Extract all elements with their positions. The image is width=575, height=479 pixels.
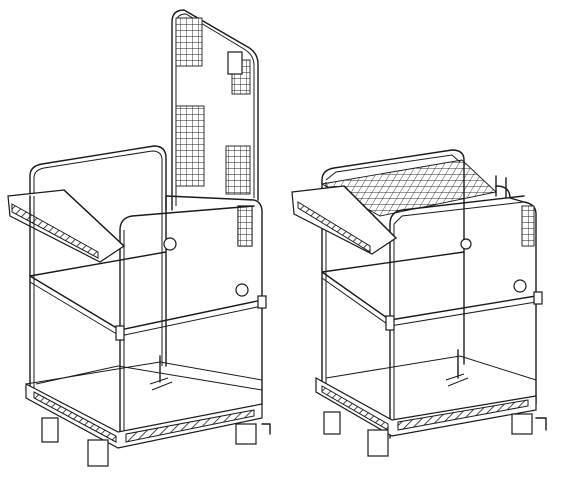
gate-latch-plate xyxy=(227,51,243,75)
pivot-eye-right xyxy=(460,238,472,250)
pivot-eye xyxy=(163,237,177,251)
fork-pocket-foot-r1 xyxy=(323,411,341,435)
mid-guard-rails xyxy=(29,237,267,341)
fork-pocket-foot-3 xyxy=(235,423,257,445)
side-tool-tray xyxy=(7,189,125,263)
gate-mesh-bottom-right xyxy=(225,145,251,195)
base-frame-right xyxy=(315,349,547,457)
fork-pocket-foot-2 xyxy=(87,439,109,467)
platform-closed-gate-view xyxy=(291,149,547,457)
hinge-eye-right xyxy=(513,279,527,293)
closed-roof-mesh xyxy=(320,149,537,405)
open-gate-panel xyxy=(171,9,259,247)
side-mesh-strip-right xyxy=(521,205,535,247)
fork-pocket-foot-r2 xyxy=(367,429,389,457)
toe-board-left xyxy=(33,391,117,443)
toe-board-front-right xyxy=(397,399,529,431)
fork-pocket-foot-r3 xyxy=(511,413,533,435)
fork-pocket-foot-1 xyxy=(41,417,59,443)
top-guard-rail xyxy=(29,145,263,443)
hinge-eye xyxy=(235,283,249,297)
platform-open-gate-view xyxy=(7,9,271,467)
side-tool-tray-right xyxy=(291,185,397,255)
base-frame xyxy=(25,355,271,467)
gate-mesh-bottom-left xyxy=(175,105,205,187)
gate-mesh-top-left xyxy=(175,17,203,67)
toe-board-front xyxy=(125,409,255,443)
mid-guard-rails-right xyxy=(321,238,543,331)
